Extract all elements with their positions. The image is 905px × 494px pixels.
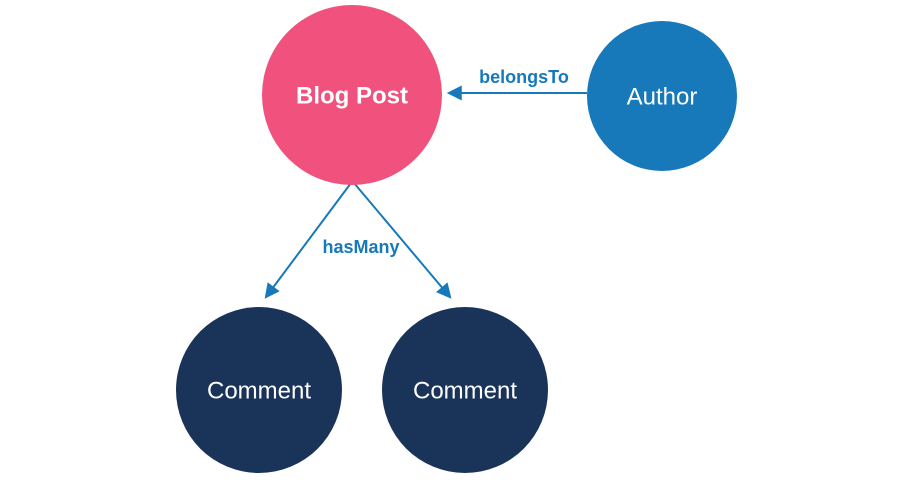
author-node (587, 21, 737, 171)
has-many-label: hasMany (322, 237, 399, 257)
author-node-label: Author (627, 83, 698, 110)
has-many-arrow-right (353, 182, 452, 299)
has-many-arrow-left (264, 182, 352, 299)
comment-node-1-label: Comment (207, 377, 311, 404)
blog-post-node-label: Blog Post (296, 82, 408, 109)
comment-node-2 (382, 307, 548, 473)
comment-node-2-label: Comment (413, 377, 517, 404)
blog-post-node (262, 5, 442, 185)
belongs-to-label: belongsTo (479, 67, 569, 87)
comment-node-1 (176, 307, 342, 473)
